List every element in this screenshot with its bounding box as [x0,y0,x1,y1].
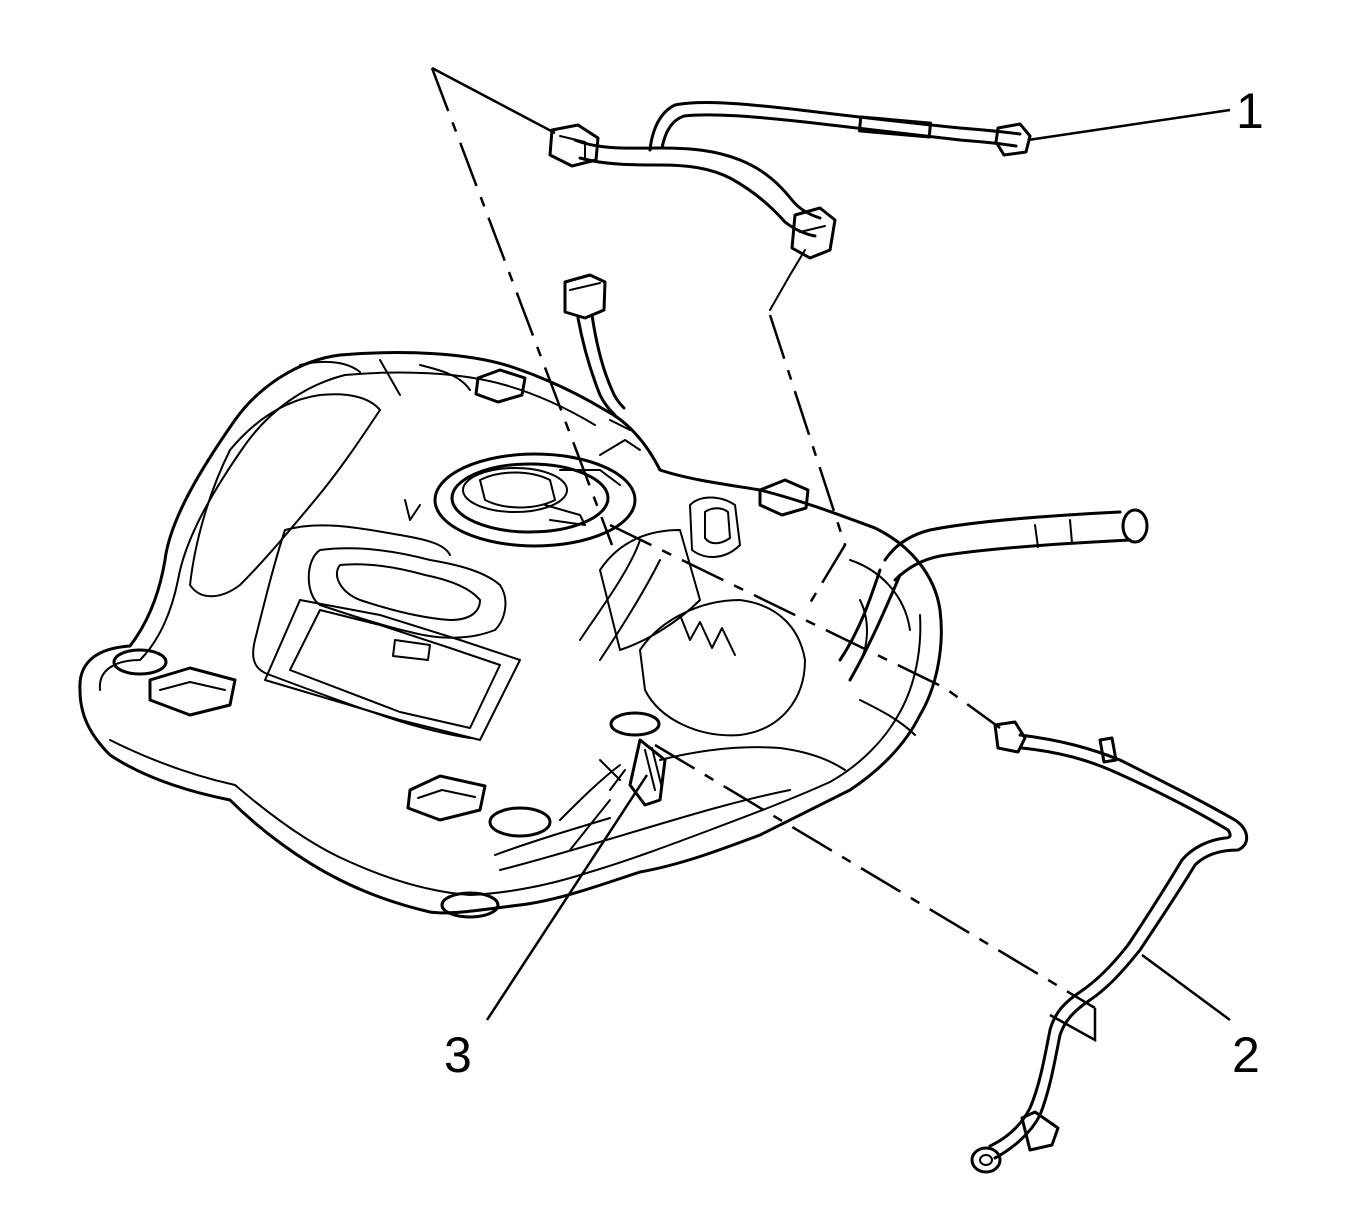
evap-hose-assembly [548,101,1032,311]
leader-2 [1141,953,1231,1022]
guide-line-bracket [654,743,1096,1010]
fuel-tank [78,351,943,919]
filler-pipe [838,508,1149,682]
leader-1 [1027,108,1231,142]
pump-harness-connector [563,273,626,417]
guide-line-pipe [609,523,1001,730]
callout-leaders [485,108,1231,1022]
guide-line-pump [430,67,614,546]
callout-2: 2 [1232,1027,1260,1083]
installation-guide-lines [430,66,1097,1043]
leader-3 [485,774,649,1021]
guide-line-hose [768,314,847,604]
tank-bracket [599,738,667,807]
callout-3: 3 [444,1027,472,1083]
callout-1: 1 [1236,83,1264,139]
fuel-feed-pipe [970,720,1249,1174]
